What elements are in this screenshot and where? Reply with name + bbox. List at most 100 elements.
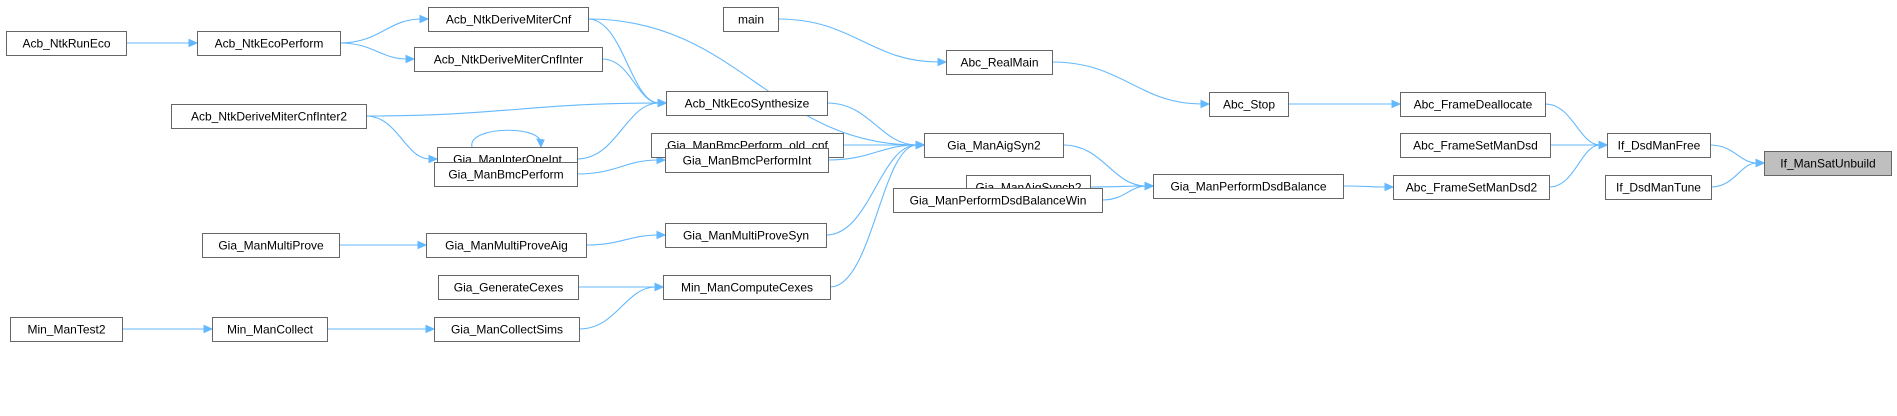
edge-gia-manperformdsdbalance-to-abc-framesetmandsd2 [1342, 182, 1395, 192]
node-label: Gia_ManMultiProveSyn [683, 229, 809, 243]
node-label: Gia_ManAigSyn2 [947, 139, 1041, 153]
node-label: Acb_NtkRunEco [22, 37, 110, 51]
node-main[interactable]: main [723, 7, 779, 32]
node-label: Gia_ManPerformDsdBalance [1170, 180, 1326, 194]
node-label: Min_ManCollect [227, 323, 314, 337]
node-acb-ntkruneco[interactable]: Acb_NtkRunEco [6, 31, 127, 56]
call-graph-edges [122, 14, 1766, 334]
node-box [1393, 175, 1550, 200]
node-box [10, 317, 123, 342]
edge-acb-ntkderivemitercnf-to-gia-manaigsyn2 [587, 18, 926, 150]
node-box [434, 317, 580, 342]
node-label: If_DsdManTune [1616, 181, 1701, 195]
node-gia-generatecexes[interactable]: Gia_GenerateCexes [438, 275, 579, 300]
edge-abc-framedeallocate-to-if-dsdmanfree [1544, 103, 1609, 150]
node-label: Abc_RealMain [960, 56, 1038, 70]
edge-abc-framesetmandsd2-to-if-dsdmanfree [1548, 140, 1609, 188]
node-box [1400, 133, 1551, 158]
node-acb-ntkecoperform[interactable]: Acb_NtkEcoPerform [197, 31, 341, 56]
node-gia-manaigsyn2[interactable]: Gia_ManAigSyn2 [924, 133, 1064, 158]
node-label: Min_ManTest2 [27, 323, 105, 337]
edge-min-mancomputecexes-to-gia-manaigsyn2 [829, 140, 926, 288]
node-label: If_ManSatUnbuild [1780, 157, 1875, 171]
node-gia-manbmcperform[interactable]: Gia_ManBmcPerform [434, 162, 578, 187]
edge-acb-ntkecoperform-to-acb-ntkderivemitercnf [339, 14, 430, 44]
node-label: Gia_ManBmcPerformInt [683, 154, 812, 168]
edge-main-to-abc-realmain [777, 18, 948, 67]
node-box [1607, 133, 1711, 158]
call-graph-nodes: If_ManSatUnbuild If_DsdManFreeIf_DsdManTu… [6, 7, 1892, 342]
node-gia-manbmcperformint[interactable]: Gia_ManBmcPerformInt [665, 148, 829, 173]
node-acb-ntkecosynthesize[interactable]: Acb_NtkEcoSynthesize [666, 91, 828, 116]
node-label: Gia_ManPerformDsdBalanceWin [910, 194, 1087, 208]
edge-gia-manmultiprove-to-gia-manmultiproveaig [339, 240, 428, 250]
node-acb-ntkderivemitercnfinter[interactable]: Acb_NtkDeriveMiterCnfInter [414, 47, 603, 72]
node-box [171, 104, 367, 129]
node-box [663, 275, 831, 300]
edge-acb-ntkderivemitercnfinter-to-acb-ntkecosynthesize [601, 58, 668, 108]
node-min-mantest2[interactable]: Min_ManTest2 [10, 317, 123, 342]
node-gia-manmultiprove[interactable]: Gia_ManMultiProve [202, 233, 340, 258]
node-label: Acb_NtkDeriveMiterCnf [446, 13, 572, 27]
node-gia-mancollectsims[interactable]: Gia_ManCollectSims [434, 317, 580, 342]
node-label: Acb_NtkDeriveMiterCnfInter2 [191, 110, 347, 124]
node-label: Abc_FrameSetManDsd2 [1406, 181, 1538, 195]
node-box [1153, 174, 1344, 199]
edge-gia-manperformdsdbalancewin-to-gia-manperformdsdbalance [1101, 181, 1155, 201]
node-box [428, 7, 589, 32]
edge-if-dsdmantune-to-if-mansatunbuild [1710, 158, 1766, 188]
node-box [893, 188, 1103, 213]
node-box [665, 148, 829, 173]
node-label: Min_ManComputeCexes [681, 281, 813, 295]
node-gia-manmultiproveaig[interactable]: Gia_ManMultiProveAig [426, 233, 587, 258]
node-label: Gia_GenerateCexes [454, 281, 563, 295]
edge-gia-maninteroneint-to-gia-maninteroneint [471, 129, 545, 149]
node-abc-framedeallocate[interactable]: Abc_FrameDeallocate [1400, 92, 1546, 117]
node-box [665, 223, 827, 248]
node-gia-manmultiprovesyn[interactable]: Gia_ManMultiProveSyn [665, 223, 827, 248]
edge-acb-ntkecoperform-to-acb-ntkderivemitercnfinter [339, 42, 416, 64]
node-gia-manperformdsdbalance[interactable]: Gia_ManPerformDsdBalance [1153, 174, 1344, 199]
edge-min-mantest2-to-min-mancollect [122, 324, 214, 334]
node-box [723, 7, 779, 32]
node-box [1400, 92, 1546, 117]
node-acb-ntkderivemitercnfinter2[interactable]: Acb_NtkDeriveMiterCnfInter2 [171, 104, 367, 129]
node-box [414, 47, 603, 72]
node-abc-framesetmandsd2[interactable]: Abc_FrameSetManDsd2 [1393, 175, 1550, 200]
node-box [197, 31, 341, 56]
node-box [924, 133, 1064, 158]
node-min-mancomputecexes[interactable]: Min_ManComputeCexes [663, 275, 831, 300]
node-label: main [738, 13, 764, 27]
node-if-dsdmanfree[interactable]: If_DsdManFree [1607, 133, 1711, 158]
node-box [946, 50, 1053, 75]
node-label: If_DsdManFree [1618, 139, 1701, 153]
node-if-dsdmantune[interactable]: If_DsdManTune [1605, 175, 1712, 200]
node-box [1605, 175, 1712, 200]
edge-acb-ntkruneco-to-acb-ntkecoperform [125, 38, 199, 48]
edge-min-mancollect-to-gia-mancollectsims [327, 324, 436, 334]
node-box [426, 233, 587, 258]
edge-gia-manbmcperform-to-gia-manbmcperformint [576, 155, 667, 175]
node-box [438, 275, 579, 300]
node-label: Gia_ManMultiProveAig [445, 239, 568, 253]
node-abc-realmain[interactable]: Abc_RealMain [946, 50, 1053, 75]
node-if-mansatunbuild: If_ManSatUnbuild [1764, 151, 1892, 176]
node-abc-framesetmandsd[interactable]: Abc_FrameSetManDsd [1400, 133, 1551, 158]
node-abc-stop[interactable]: Abc_Stop [1209, 92, 1289, 117]
node-gia-manperformdsdbalancewin[interactable]: Gia_ManPerformDsdBalanceWin [893, 188, 1103, 213]
node-box [1764, 151, 1892, 176]
node-box [666, 91, 828, 116]
node-label: Abc_FrameSetManDsd [1413, 139, 1538, 153]
node-box [6, 31, 127, 56]
node-label: Gia_ManBmcPerform [448, 168, 563, 182]
node-label: Gia_ManCollectSims [451, 323, 563, 337]
node-label: Acb_NtkEcoSynthesize [685, 97, 810, 111]
node-box [1209, 92, 1289, 117]
node-min-mancollect[interactable]: Min_ManCollect [212, 317, 328, 342]
node-label: Gia_ManMultiProve [218, 239, 324, 253]
edge-gia-manmultiproveaig-to-gia-manmultiprovesyn [585, 230, 667, 246]
edge-abc-realmain-to-abc-stop [1051, 61, 1211, 109]
node-acb-ntkderivemitercnf[interactable]: Acb_NtkDeriveMiterCnf [428, 7, 589, 32]
node-label: Acb_NtkEcoPerform [215, 37, 324, 51]
